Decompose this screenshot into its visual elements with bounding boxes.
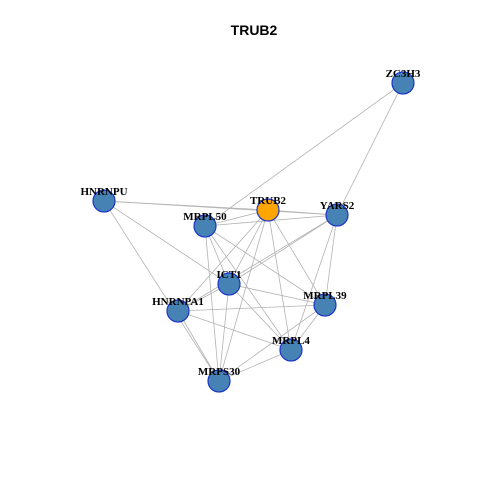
diagram-title: TRUB2 bbox=[231, 22, 278, 38]
edge-trub2-mrps30 bbox=[218, 209, 269, 382]
node-label-mrpl50: MRPL50 bbox=[183, 211, 227, 223]
edge-trub2-hnrnpa1 bbox=[177, 209, 269, 312]
edge-ict1-mrps30 bbox=[218, 283, 230, 382]
node-label-mrpl4: MRPL4 bbox=[272, 335, 310, 347]
node-label-mrpl39: MRPL39 bbox=[303, 290, 347, 302]
node-hnrnpu[interactable] bbox=[92, 189, 116, 213]
node-label-ict1: ICT1 bbox=[216, 269, 241, 281]
node-label-zc3h3: ZC3H3 bbox=[386, 68, 421, 80]
node-ict1[interactable] bbox=[217, 272, 241, 296]
edge-ict1-mrpl39 bbox=[228, 283, 326, 306]
node-hnrnpa1[interactable] bbox=[166, 299, 190, 323]
edge-hnrnpu-mrps30 bbox=[103, 200, 220, 382]
edge-mrpl4-mrps30 bbox=[218, 349, 292, 382]
edge-trub2-ict1 bbox=[228, 209, 269, 285]
node-mrps30[interactable] bbox=[207, 369, 231, 393]
edge-hnrnpa1-mrps30 bbox=[177, 310, 220, 382]
edge-trub2-mrpl4 bbox=[267, 209, 292, 351]
node-zc3h3[interactable] bbox=[391, 71, 415, 95]
edge-yars2-mrpl39 bbox=[324, 214, 338, 306]
edge-mrpl50-mrpl39 bbox=[204, 225, 326, 306]
edge-mrpl50-mrps30 bbox=[204, 225, 220, 382]
node-layer bbox=[92, 71, 415, 393]
edge-zc3h3-mrpl50 bbox=[204, 82, 404, 227]
edge-hnrnpu-ict1 bbox=[103, 200, 230, 285]
edge-yars2-hnrnpa1 bbox=[177, 214, 338, 312]
node-trub2[interactable] bbox=[256, 198, 280, 222]
node-mrpl39[interactable] bbox=[313, 293, 337, 317]
node-label-yars2: YARS2 bbox=[320, 200, 355, 212]
edge-yars2-mrpl4 bbox=[290, 214, 338, 351]
node-mrpl4[interactable] bbox=[279, 338, 303, 362]
edge-mrpl39-mrps30 bbox=[218, 304, 326, 382]
node-label-hnrnpu: HNRNPU bbox=[80, 186, 127, 198]
node-yars2[interactable] bbox=[325, 203, 349, 227]
edge-mrpl39-hnrnpa1 bbox=[177, 304, 326, 312]
edge-hnrnpa1-mrpl4 bbox=[177, 310, 292, 351]
edge-ict1-mrpl4 bbox=[228, 283, 292, 351]
edge-layer bbox=[103, 82, 404, 382]
node-label-trub2: TRUB2 bbox=[250, 195, 287, 207]
node-mrpl50[interactable] bbox=[193, 214, 217, 238]
edge-hnrnpu-yars2 bbox=[103, 200, 338, 216]
edge-zc3h3-yars2 bbox=[336, 82, 404, 216]
node-label-hnrnpa1: HNRNPA1 bbox=[152, 296, 204, 308]
node-label-mrps30: MRPS30 bbox=[198, 366, 241, 378]
edge-yars2-ict1 bbox=[228, 214, 338, 285]
edge-trub2-mrpl39 bbox=[267, 209, 326, 306]
